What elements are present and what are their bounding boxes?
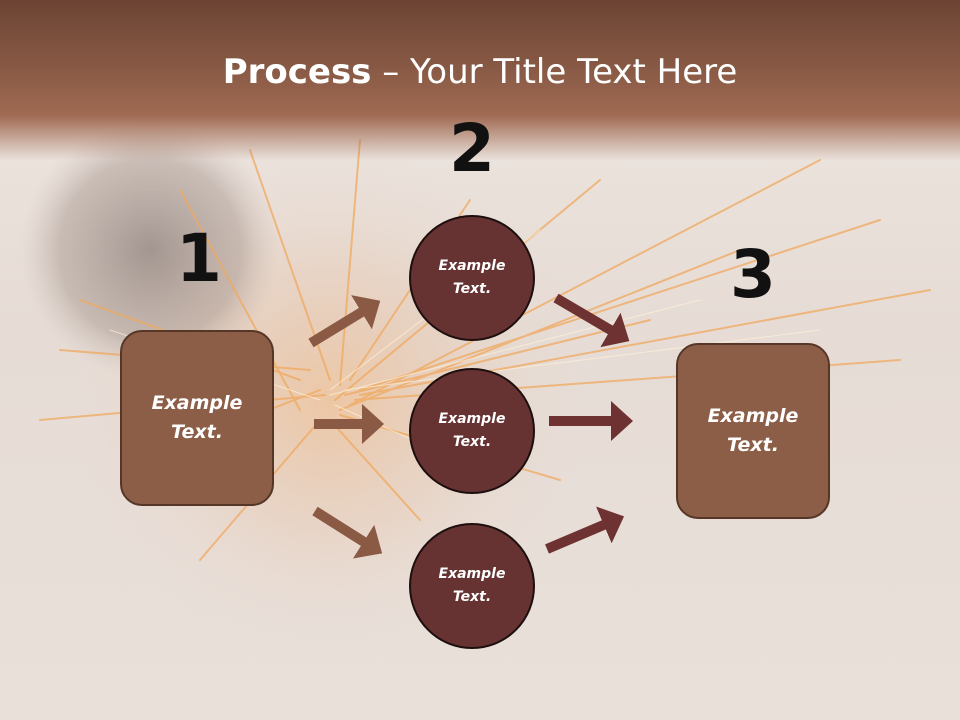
title-band [0,0,960,160]
step-2-circle-top[interactable]: Example Text. [409,215,535,341]
step-number-3: 3 [730,236,776,313]
step-1-box[interactable]: Example Text. [120,330,274,506]
step-2-circle-middle[interactable]: Example Text. [409,368,535,494]
circle-bottom-text: Example Text. [438,566,506,605]
step-number-2: 2 [449,110,495,187]
slide-title: Process – Your Title Text Here [0,52,960,92]
step-1-text: Example Text. [151,392,243,443]
step-2-circle-bottom[interactable]: Example Text. [409,523,535,649]
title-rest: – Your Title Text Here [371,52,738,92]
step-3-box[interactable]: Example Text. [676,343,830,519]
step-number-1: 1 [176,220,222,297]
circle-middle-text: Example Text. [438,411,506,450]
title-bold: Process [222,52,372,92]
circle-top-text: Example Text. [438,258,506,297]
step-3-text: Example Text. [707,405,799,456]
